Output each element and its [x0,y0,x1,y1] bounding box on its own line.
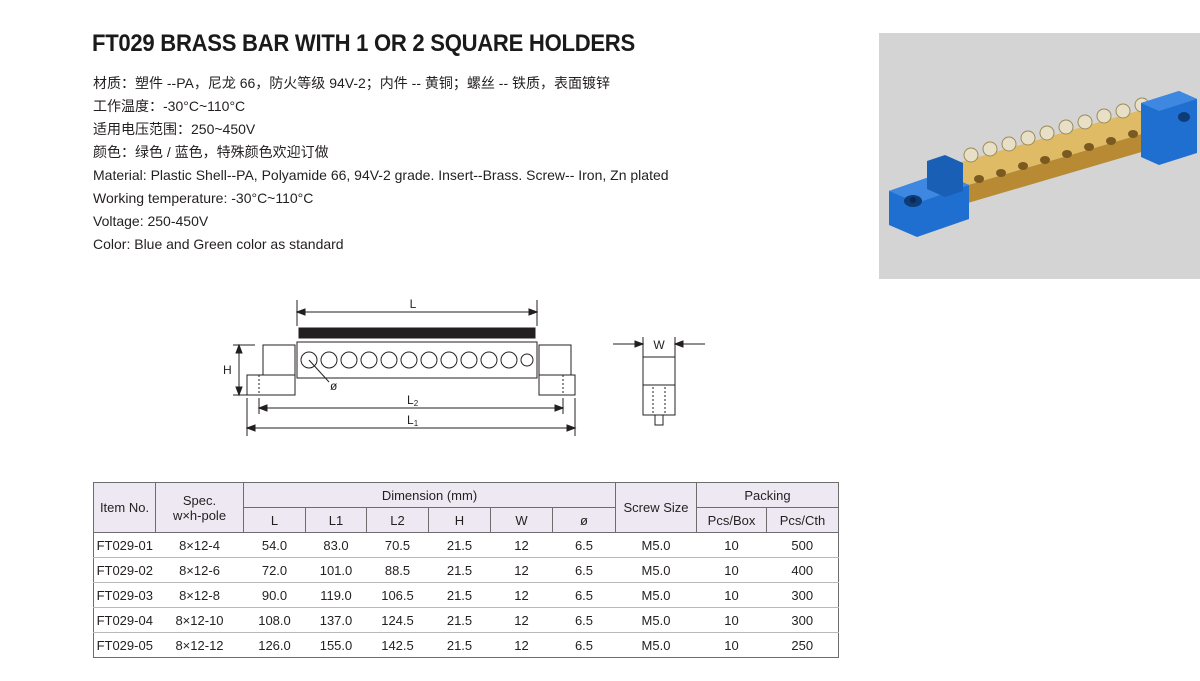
cell-spec: 8×12-12 [155,632,244,658]
cell-diameter: 6.5 [552,632,616,658]
cell-item: FT029-03 [93,582,156,608]
cell-diameter: 6.5 [552,557,616,583]
cell-L1: 155.0 [305,632,367,658]
cell-L: 90.0 [243,582,306,608]
th-L2: L2 [366,507,429,533]
cell-L2: 106.5 [366,582,429,608]
cell-item: FT029-04 [93,607,156,633]
cell-L1: 83.0 [305,532,367,558]
label-L2: L2 [407,393,419,408]
spec-line-material-en: Material: Plastic Shell--PA, Polyamide 6… [93,167,669,183]
cell-item: FT029-01 [93,532,156,558]
cell-diameter: 6.5 [552,532,616,558]
cell-diameter: 6.5 [552,607,616,633]
side-view-drawing: W [613,337,705,426]
label-H: H [223,363,232,377]
th-screw-size: Screw Size [615,482,697,533]
label-L: L [410,297,417,311]
cell-spec: 8×12-6 [155,557,244,583]
cell-diameter: 6.5 [552,582,616,608]
cell-L: 54.0 [243,532,306,558]
cell-H: 21.5 [428,532,491,558]
cell-L1: 119.0 [305,582,367,608]
cell-H: 21.5 [428,557,491,583]
cell-L2: 88.5 [366,557,429,583]
th-L: L [243,507,306,533]
table-row: FT029-02 8×12-6 72.0 101.0 88.5 21.5 12 … [93,557,839,583]
spec-description: 材质：塑件 --PA，尼龙 66，防火等级 94V-2；内件 -- 黄铜；螺丝 … [93,72,669,256]
cell-pcs-box: 10 [696,607,767,633]
cell-pcs-cth: 400 [766,557,839,583]
cell-L1: 101.0 [305,557,367,583]
th-spec-line1: Spec. [182,492,217,508]
table-row: FT029-03 8×12-8 90.0 119.0 106.5 21.5 12… [93,582,839,608]
cell-W: 12 [490,632,553,658]
cell-H: 21.5 [428,632,491,658]
cell-pcs-cth: 250 [766,632,839,658]
cell-L: 126.0 [243,632,306,658]
th-L1: L1 [305,507,367,533]
cell-spec: 8×12-10 [155,607,244,633]
cell-L2: 70.5 [366,532,429,558]
cell-L2: 124.5 [366,607,429,633]
th-packing: Packing [696,482,839,508]
th-H: H [428,507,491,533]
spec-line-temperature-cn: 工作温度：-30°C~110°C [93,98,246,114]
cell-spec: 8×12-8 [155,582,244,608]
cell-screw: M5.0 [615,557,697,583]
cell-screw: M5.0 [615,632,697,658]
cell-L: 108.0 [243,607,306,633]
cell-W: 12 [490,582,553,608]
spec-line-material-cn: 材质：塑件 --PA，尼龙 66，防火等级 94V-2；内件 -- 黄铜；螺丝 … [93,75,610,91]
th-pcs-box: Pcs/Box [696,507,767,533]
cell-W: 12 [490,607,553,633]
front-view-drawing: L H ø L2 L1 [223,297,577,436]
product-photo [879,33,1200,279]
cell-item: FT029-02 [93,557,156,583]
page-title: FT029 BRASS BAR WITH 1 OR 2 SQUARE HOLDE… [92,30,635,57]
cell-pcs-cth: 500 [766,532,839,558]
spec-line-color-cn: 颜色：绿色 / 蓝色，特殊颜色欢迎订做 [93,144,329,160]
spec-line-voltage-cn: 适用电压范围：250~450V [93,121,256,137]
th-item-no: Item No. [93,482,156,533]
label-W: W [653,338,665,352]
cell-pcs-cth: 300 [766,582,839,608]
spec-table: Item No. Spec. w×h-pole Dimension (mm) S… [93,482,839,658]
cell-W: 12 [490,557,553,583]
brass-bar-illustration [889,91,1197,237]
label-diameter: ø [330,379,338,393]
table-row: FT029-04 8×12-10 108.0 137.0 124.5 21.5 … [93,607,839,633]
th-spec: Spec. w×h-pole [155,482,244,533]
th-W: W [490,507,553,533]
cell-screw: M5.0 [615,582,697,608]
cell-item: FT029-05 [93,632,156,658]
cell-pcs-cth: 300 [766,607,839,633]
cell-L: 72.0 [243,557,306,583]
th-dimension: Dimension (mm) [243,482,616,508]
cell-H: 21.5 [428,607,491,633]
cell-spec: 8×12-4 [155,532,244,558]
cell-pcs-box: 10 [696,632,767,658]
th-pcs-cth: Pcs/Cth [766,507,839,533]
th-spec-line2: w×h-pole [172,507,227,523]
cell-screw: M5.0 [615,607,697,633]
table-row: FT029-01 8×12-4 54.0 83.0 70.5 21.5 12 6… [93,532,839,558]
cell-H: 21.5 [428,582,491,608]
cell-pcs-box: 10 [696,557,767,583]
cell-pcs-box: 10 [696,582,767,608]
label-L1: L1 [407,413,419,428]
spec-line-color-en: Color: Blue and Green color as standard [93,236,344,252]
cell-L1: 137.0 [305,607,367,633]
spec-line-temperature-en: Working temperature: -30°C~110°C [93,190,314,206]
table-row: FT029-05 8×12-12 126.0 155.0 142.5 21.5 … [93,632,839,658]
cell-screw: M5.0 [615,532,697,558]
spec-line-voltage-en: Voltage: 250-450V [93,213,209,229]
th-diameter: ø [552,507,616,533]
cell-W: 12 [490,532,553,558]
cell-L2: 142.5 [366,632,429,658]
cell-pcs-box: 10 [696,532,767,558]
